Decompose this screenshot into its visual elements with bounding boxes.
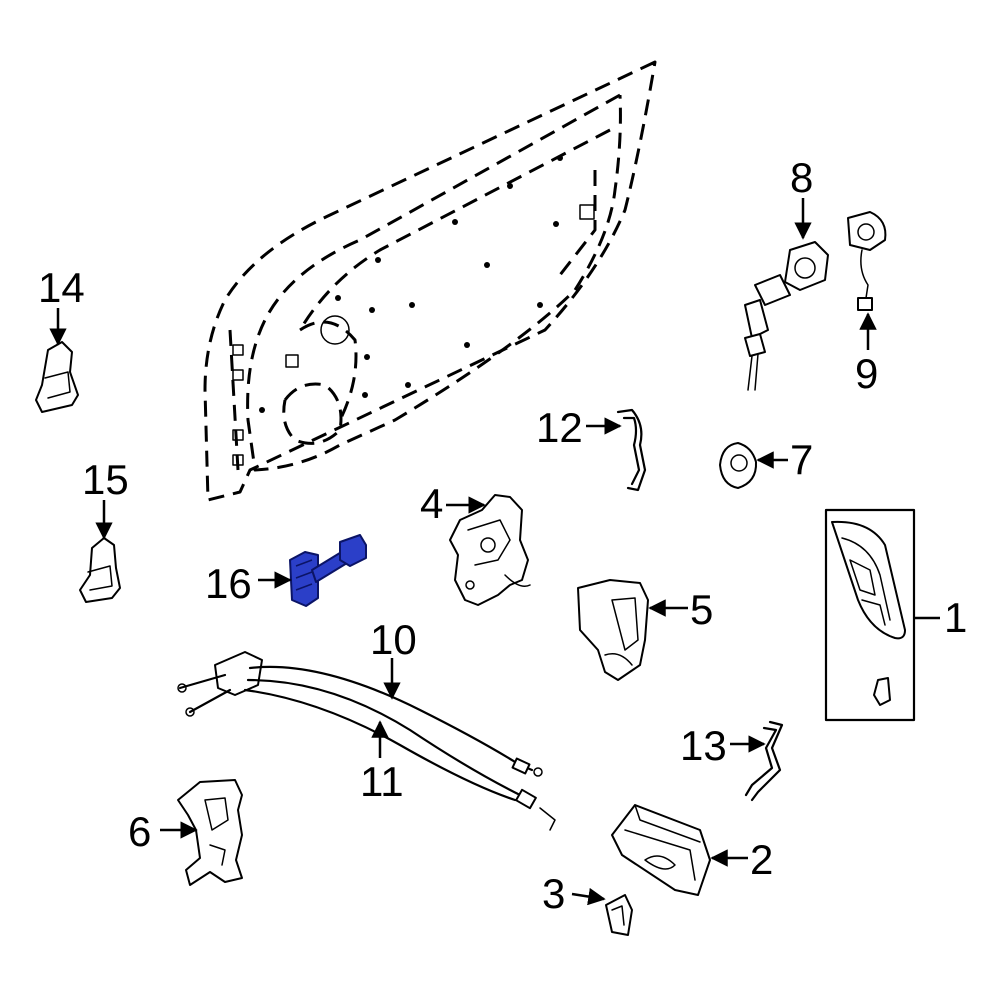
part-6-bracket — [160, 779, 243, 886]
callout-1: 1 — [944, 594, 967, 641]
part-8-lock-cylinder — [744, 198, 829, 391]
part-16-door-check[interactable] — [258, 534, 367, 607]
callout-12: 12 — [536, 404, 583, 451]
callout-5: 5 — [690, 586, 713, 633]
part-2-handle-bracket — [611, 804, 748, 896]
callout-11: 11 — [360, 758, 404, 805]
callout-3: 3 — [542, 870, 565, 917]
callout-9: 9 — [855, 350, 878, 397]
door-shell-outline — [203, 60, 657, 502]
callout-16: 16 — [205, 560, 252, 607]
callout-4: 4 — [420, 480, 443, 527]
part-1-outside-handle — [824, 508, 940, 722]
callout-10: 10 — [370, 616, 417, 663]
part-15-bracket — [79, 500, 121, 603]
callout-8: 8 — [790, 154, 813, 201]
callout-6: 6 — [128, 808, 151, 855]
part-13-rod — [730, 720, 784, 802]
callout-2: 2 — [750, 836, 773, 883]
callout-13: 13 — [680, 722, 727, 769]
part-7-grommet — [719, 442, 788, 489]
part-12-rod — [586, 408, 647, 492]
part-14-bracket — [35, 308, 79, 413]
callout-7: 7 — [790, 436, 813, 483]
part-3-clip — [571, 887, 633, 936]
part-9-switch — [847, 211, 887, 350]
part-10-11-cables — [177, 651, 556, 831]
callout-14: 14 — [38, 264, 85, 311]
part-4-latch — [446, 494, 531, 606]
callout-15: 15 — [82, 456, 129, 503]
part-5-latch-cover — [577, 579, 688, 681]
